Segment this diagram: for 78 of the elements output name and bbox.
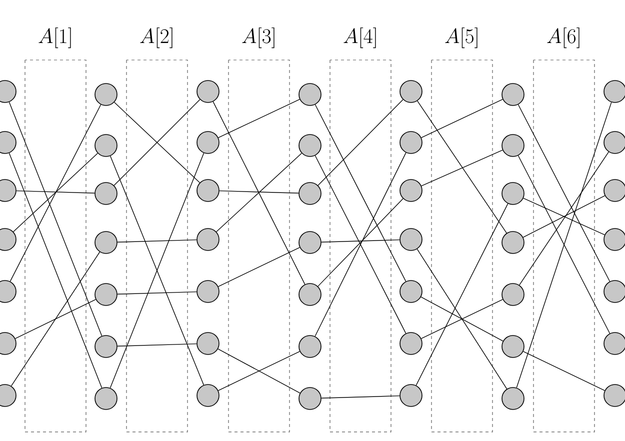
circle (94, 134, 118, 157)
circle (298, 231, 322, 254)
connector-line (13, 152, 98, 232)
connector-line (522, 351, 606, 391)
connector-line (8, 152, 102, 388)
circle (604, 179, 625, 202)
connector-line (219, 190, 299, 194)
circle (196, 228, 220, 251)
frame-label: $A[5]$ (445, 27, 478, 48)
circle (604, 131, 625, 154)
connector-line (216, 152, 302, 232)
connector-line (314, 104, 406, 282)
connector-line (218, 99, 300, 138)
circle (298, 134, 322, 157)
connector-line (218, 247, 300, 287)
circle (94, 231, 118, 254)
connector-line (518, 104, 610, 282)
connector-line (416, 203, 508, 386)
circle (400, 228, 422, 251)
circle (94, 83, 118, 106)
circle (298, 283, 322, 306)
connector-line (117, 291, 197, 294)
connector-line (321, 239, 400, 242)
circle (604, 228, 625, 251)
frame-label: $A[6]$ (547, 27, 580, 48)
circle (502, 83, 524, 106)
connector-line (420, 99, 504, 138)
circle (196, 80, 220, 103)
circle (604, 280, 625, 303)
connector-line (14, 299, 96, 339)
frame-label: $A[1]$ (38, 27, 71, 48)
circle (502, 283, 524, 306)
circle (94, 283, 118, 306)
circle (298, 182, 322, 205)
connector-line (321, 395, 400, 398)
circle (94, 335, 118, 358)
circle (196, 384, 220, 407)
circle (400, 280, 422, 303)
frame-label: $A[3]$ (242, 27, 274, 48)
circle (502, 182, 524, 205)
connector-line (518, 155, 610, 334)
connector-line (117, 239, 197, 242)
connector-line (212, 101, 306, 285)
connector-line (516, 102, 612, 388)
connector-line (16, 190, 95, 194)
connector-line (318, 99, 404, 186)
circle (94, 387, 118, 410)
connector-line (10, 104, 102, 282)
circle (400, 179, 422, 202)
connector-line (318, 198, 404, 287)
circle (502, 134, 524, 157)
circle (400, 131, 422, 154)
circle (604, 384, 625, 407)
connector-line (421, 150, 503, 186)
circle (298, 83, 322, 106)
circle (502, 231, 524, 254)
circle (298, 335, 322, 358)
connector-line (10, 252, 100, 386)
circle (400, 332, 422, 355)
circle (196, 179, 220, 202)
circle (604, 80, 625, 103)
circle (196, 131, 220, 154)
connector-line (519, 152, 609, 286)
circle (502, 387, 524, 410)
connector-line (416, 248, 508, 390)
circle (196, 280, 220, 303)
connector-line (117, 343, 197, 346)
circle (502, 335, 524, 358)
circle (400, 80, 422, 103)
circle (400, 384, 422, 407)
circle (196, 332, 220, 355)
connector-line (8, 102, 102, 336)
frame-label: $A[2]$ (140, 27, 172, 48)
circle (298, 387, 322, 410)
circle (604, 332, 625, 355)
connector-line (417, 100, 507, 234)
frame-label: $A[4]$ (344, 27, 376, 48)
circle (94, 182, 118, 205)
